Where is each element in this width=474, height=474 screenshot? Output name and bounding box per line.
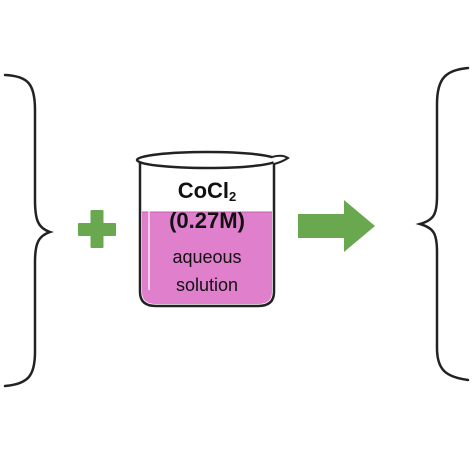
right-curly-brace-icon: [415, 66, 470, 382]
beaker-icon: [135, 150, 290, 308]
plus-icon: [78, 210, 116, 248]
left-curly-brace-icon: [3, 73, 54, 388]
right-arrow-icon: [298, 200, 375, 252]
solution-fill: [142, 212, 272, 304]
